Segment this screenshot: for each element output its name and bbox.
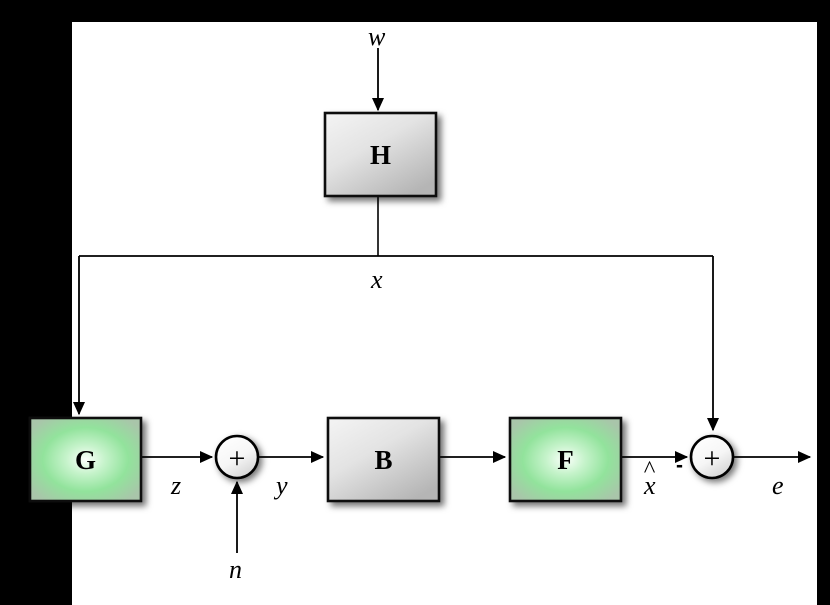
block-G-label: G (75, 445, 96, 475)
signal-label-w: w (368, 22, 386, 51)
block-G-body (28, 416, 143, 503)
x-hat-base: x (644, 471, 656, 500)
circumflex-accent-icon: ^ (643, 455, 656, 483)
signal-label-x-hat: ^ x (644, 457, 656, 500)
signal-label-e: e (772, 471, 784, 500)
summing-junction-1[interactable]: + (214, 434, 260, 480)
block-G[interactable]: G (28, 416, 143, 503)
block-H-body (323, 111, 438, 198)
block-B-body (326, 416, 441, 503)
signal-label-z: z (171, 471, 182, 500)
minus-sign-label: - (676, 454, 683, 477)
summing-junction-1-body (214, 434, 260, 480)
block-H-label: H (370, 140, 391, 170)
block-B[interactable]: B (326, 416, 441, 503)
block-F-body (508, 416, 623, 503)
x-hat-group: ^ x (644, 457, 656, 500)
block-H[interactable]: H (323, 111, 438, 198)
signal-label-x: x (371, 265, 383, 294)
block-F[interactable]: F (508, 416, 623, 503)
summing-junction-1-sign: + (229, 442, 246, 475)
signal-label-y: y (276, 471, 288, 500)
summing-junction-2-sign: + (704, 442, 721, 475)
summing-junction-2[interactable]: + (689, 434, 735, 480)
block-B-label: B (374, 445, 392, 475)
diagram-white-canvas (72, 22, 817, 605)
block-F-label: F (557, 445, 574, 475)
summing-junction-2-body (689, 434, 735, 480)
signal-label-n: n (229, 555, 242, 584)
